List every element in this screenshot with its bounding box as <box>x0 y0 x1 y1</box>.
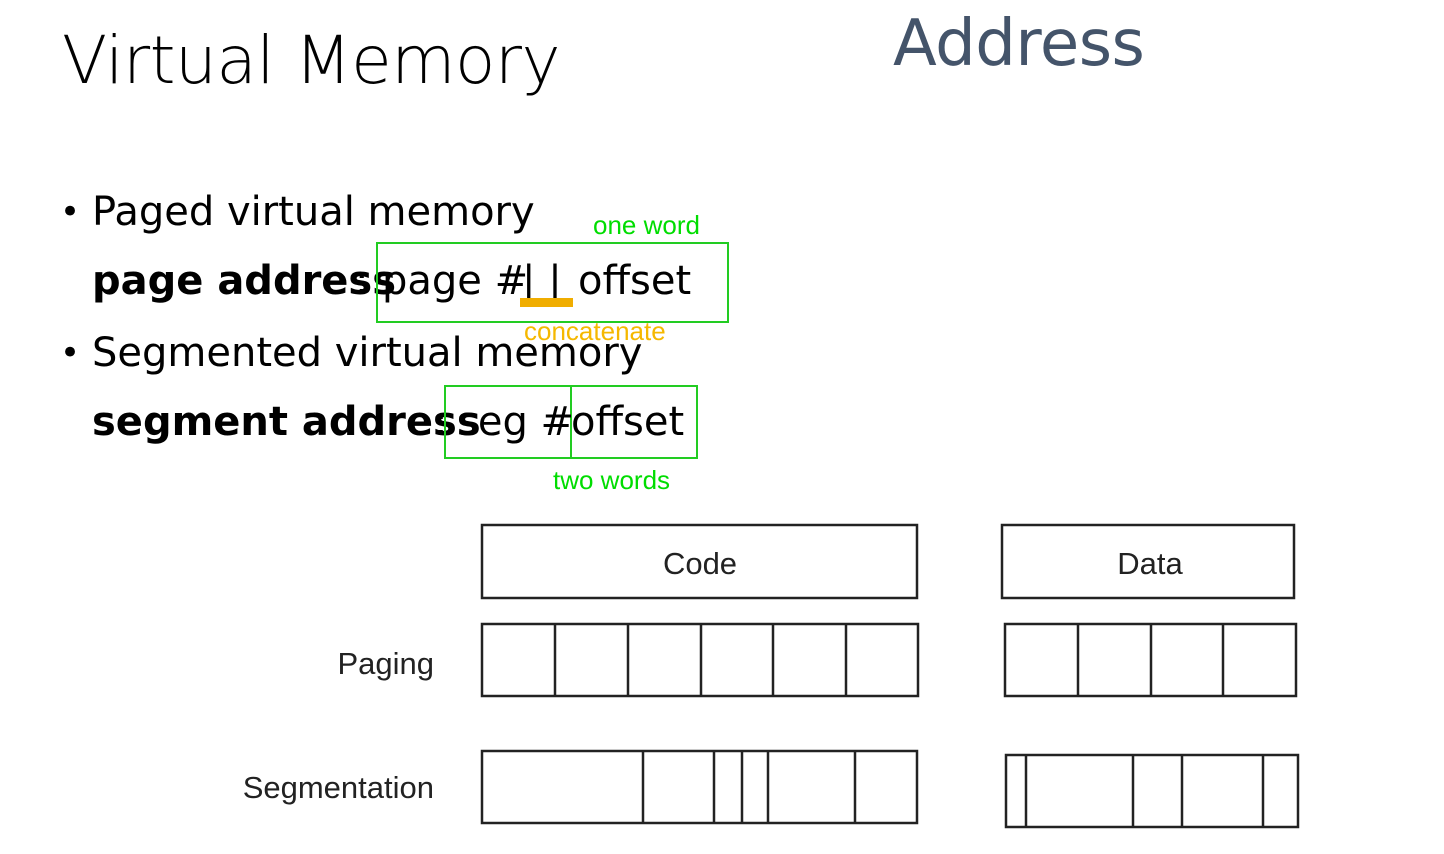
one-word-annotation: one word <box>593 210 700 240</box>
code-segmentation-row <box>480 749 919 825</box>
page-address-label: page address <box>92 258 397 304</box>
code-segment-box <box>480 523 919 600</box>
data-label: Data <box>1117 546 1183 581</box>
segment-address-label: segment address <box>92 399 481 445</box>
page-offset-field: offset <box>578 258 692 304</box>
segmentation-label: Segmentation <box>243 770 434 805</box>
seg-offset-field: offset <box>571 399 685 445</box>
concatenate-annotation: concatenate <box>524 316 666 346</box>
code-label: Code <box>663 546 737 581</box>
data-segmentation-row <box>1004 753 1300 829</box>
one-word-box <box>376 242 729 323</box>
seg-number-field: seg # <box>457 399 575 445</box>
paging-label: Paging <box>337 646 434 681</box>
slide-title: Virtual Memory <box>62 22 561 99</box>
data-segment-box <box>1000 523 1296 600</box>
bullet-dot: • <box>60 333 81 373</box>
page-address-colon: : <box>355 258 369 304</box>
bullet-dot: • <box>60 192 81 232</box>
two-words-annotation: two words <box>553 465 671 495</box>
page-number-field: page # <box>382 258 529 304</box>
section-title: Address <box>893 7 1145 81</box>
concat-operator: | | <box>522 258 562 304</box>
seg-number-box <box>444 385 572 459</box>
bullet-paged: Paged virtual memory <box>92 189 535 235</box>
bullet-segmented: Segmented virtual memory <box>92 330 643 376</box>
concat-underline <box>520 298 573 307</box>
